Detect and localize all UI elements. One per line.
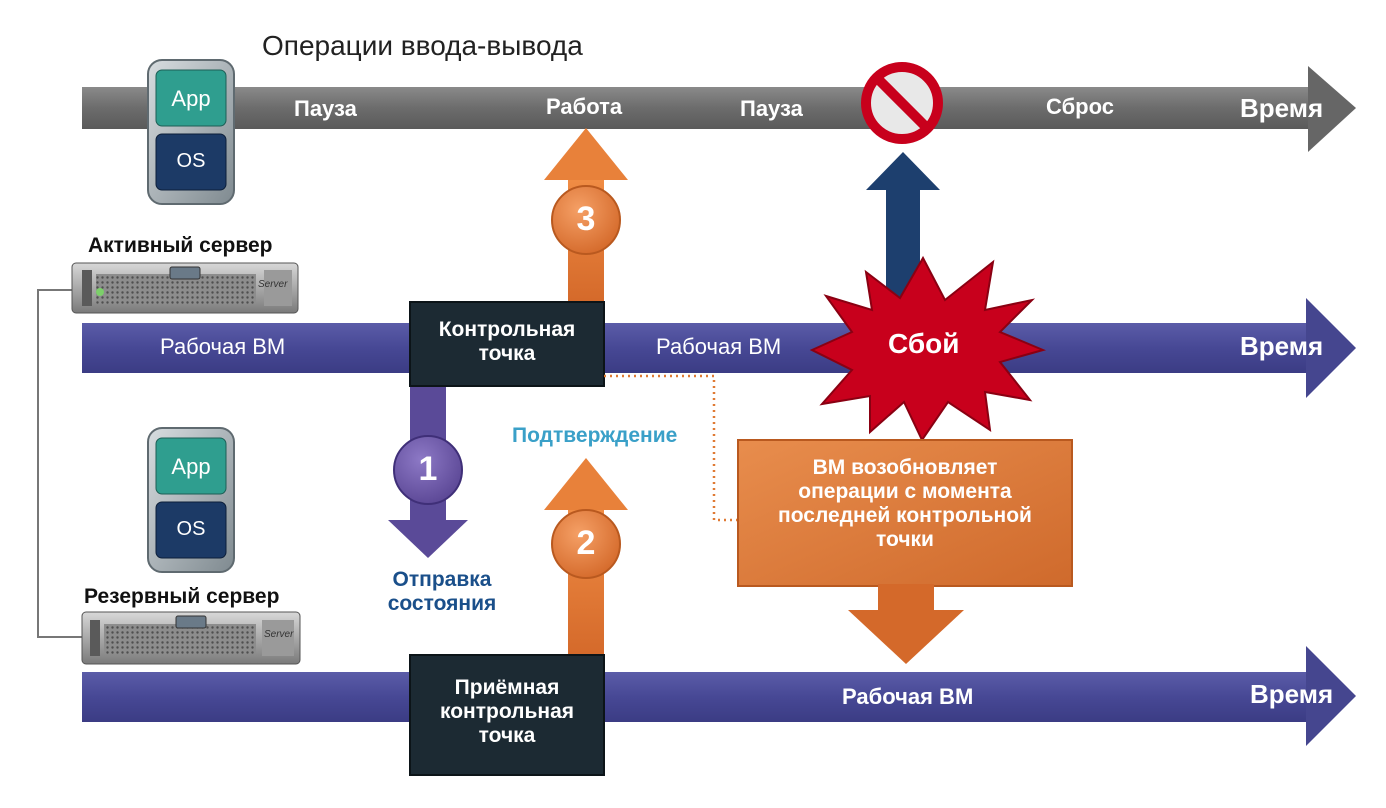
arrow-step-3 bbox=[544, 128, 628, 304]
active-server-chassis-label: Server bbox=[258, 279, 288, 290]
resume-line-3: последней контрольной bbox=[778, 504, 1032, 528]
resume-text: ВМ возобновляет операции с момента после… bbox=[740, 456, 1070, 553]
resume-box bbox=[737, 439, 1073, 664]
active-server-title: Активный сервер bbox=[88, 234, 273, 257]
send-state-label: Отправка состояния bbox=[378, 568, 506, 616]
standby-server-chassis-label: Server bbox=[264, 629, 294, 640]
standby-vm-label: Рабочая ВМ bbox=[842, 684, 974, 709]
prohibited-icon bbox=[861, 62, 943, 144]
io-label-work: Работа bbox=[546, 94, 623, 119]
fault-label: Сбой bbox=[888, 328, 960, 359]
io-label-pause-1: Пауза bbox=[294, 96, 357, 121]
server-link-line bbox=[37, 289, 82, 638]
ack-label: Подтверждение bbox=[512, 424, 678, 447]
resume-line-4: точки bbox=[876, 528, 934, 552]
io-label-reset: Сброс bbox=[1046, 94, 1115, 119]
checkpoint-label: Контрольная точка bbox=[410, 318, 604, 366]
io-timeline-arrow bbox=[82, 66, 1356, 152]
app-os-stack-top bbox=[147, 59, 235, 205]
app-label-top: App bbox=[171, 86, 211, 111]
send-state-line-2: состояния bbox=[387, 592, 497, 616]
active-vm-label-left: Рабочая ВМ bbox=[160, 334, 286, 359]
arrow-step-1 bbox=[388, 384, 468, 558]
active-vm-label-right: Рабочая ВМ bbox=[656, 334, 782, 359]
standby-timeline-arrow bbox=[82, 646, 1356, 746]
dotted-connector bbox=[604, 374, 740, 522]
active-time-label: Время bbox=[1240, 331, 1324, 361]
standby-server-icon bbox=[81, 611, 301, 665]
checkpoint-line-1: Контрольная bbox=[438, 318, 576, 341]
os-label-bottom: OS bbox=[176, 518, 206, 540]
receive-checkpoint-line-1: Приёмная bbox=[454, 676, 560, 699]
receive-checkpoint-label: Приёмная контрольная точка bbox=[410, 676, 604, 748]
step-1-number: 1 bbox=[418, 450, 438, 488]
active-server-icon bbox=[71, 262, 299, 314]
resume-line-2: операции с момента bbox=[798, 480, 1012, 504]
standby-server-title: Резервный сервер bbox=[84, 585, 280, 608]
receive-checkpoint-line-3: точка bbox=[478, 724, 536, 748]
app-os-stack-bottom bbox=[147, 427, 235, 573]
send-state-line-1: Отправка bbox=[392, 568, 492, 591]
receive-checkpoint-box bbox=[409, 654, 605, 776]
io-label-pause-2: Пауза bbox=[740, 96, 803, 121]
step-2-number: 2 bbox=[576, 524, 596, 562]
checkpoint-box bbox=[409, 301, 605, 387]
step-3-number: 3 bbox=[576, 200, 596, 238]
app-label-bottom: App bbox=[171, 454, 211, 479]
standby-time-label: Время bbox=[1250, 679, 1334, 709]
io-title: Операции ввода-вывода bbox=[262, 30, 583, 61]
arrow-step-2 bbox=[544, 458, 628, 658]
resume-line-1: ВМ возобновляет bbox=[812, 456, 998, 479]
receive-checkpoint-line-2: контрольная bbox=[439, 700, 575, 724]
os-label-top: OS bbox=[176, 150, 206, 172]
active-timeline-arrow bbox=[82, 298, 1356, 398]
checkpoint-line-2: точка bbox=[478, 342, 536, 366]
io-time-label: Время bbox=[1240, 93, 1324, 123]
